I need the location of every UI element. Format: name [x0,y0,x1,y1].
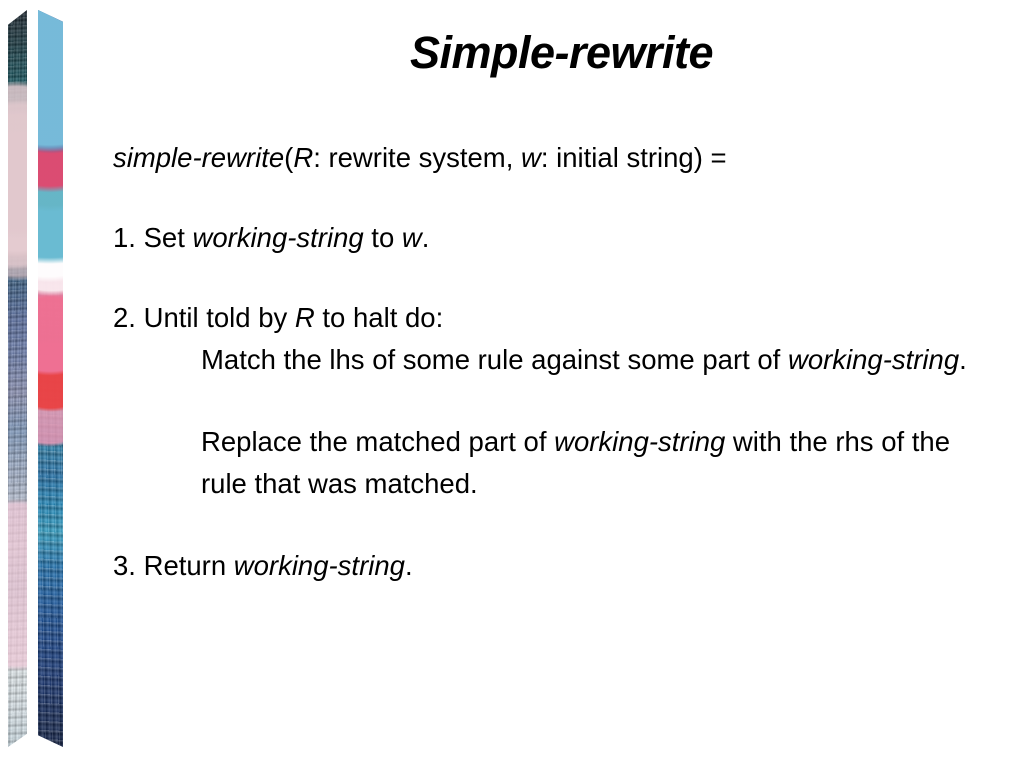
step-1-italic-b: w [401,222,422,253]
spacer-2 [113,259,993,297]
step-1-text-a: Set [143,222,193,253]
step-1: 1. Set working-string to w. [113,217,993,259]
slide-body: simple-rewrite(R: rewrite system, w: ini… [113,137,993,587]
step-2: 2. Until told by R to halt do: [113,297,993,339]
mosaic-strip-right-speckles [38,10,63,747]
mosaic-strip-right-texture [38,10,63,747]
step-1-number: 1. [113,222,144,253]
step-1-italic-a: working-string [192,222,364,253]
mosaic-strip-right [38,10,63,747]
signature-param-w: w [521,142,541,173]
step-3-italic-a: working-string [233,550,405,581]
spacer-4 [113,505,993,545]
signature-param-R-desc: : rewrite system, [313,142,521,173]
step-2-number: 2. [113,302,144,333]
substep-replace-text-a: Replace the matched part of [201,426,555,457]
step-2-italic-a: R [294,302,315,333]
signature-open-paren: ( [284,142,294,173]
substep-match-text-a: Match the lhs of some rule against some … [201,344,788,375]
substep-match-text-b: . [959,344,967,375]
mosaic-strip-left-texture [8,10,27,747]
substep-replace: Replace the matched part of working-stri… [201,421,993,505]
signature-name: simple-rewrite [113,142,285,173]
spacer-3 [113,381,993,421]
substep-replace-text-b: with the rhs of the rule that was matche… [201,426,950,499]
step-3: 3. Return working-string. [113,545,993,587]
step-3-text-b: . [404,550,413,581]
substep-match-italic: working-string [787,344,960,375]
mosaic-strip-left [8,10,27,747]
mosaic-strip-left-speckles [8,10,27,747]
algorithm-signature: simple-rewrite(R: rewrite system, w: ini… [113,137,993,179]
signature-param-R: R [293,142,314,173]
signature-param-w-desc: : initial string) = [540,142,727,173]
substep-match: Match the lhs of some rule against some … [201,339,993,381]
step-2-text-b: to halt do: [314,302,444,333]
decorative-border-strips [0,0,90,768]
step-3-number: 3. [113,550,144,581]
step-1-text-c: . [421,222,430,253]
substep-replace-italic: working-string [554,426,726,457]
step-1-text-b: to [363,222,402,253]
spacer-1 [113,179,993,217]
slide-title: Simple-rewrite [409,27,714,78]
step-2-text-a: Until told by [143,302,295,333]
step-3-text-a: Return [143,550,234,581]
